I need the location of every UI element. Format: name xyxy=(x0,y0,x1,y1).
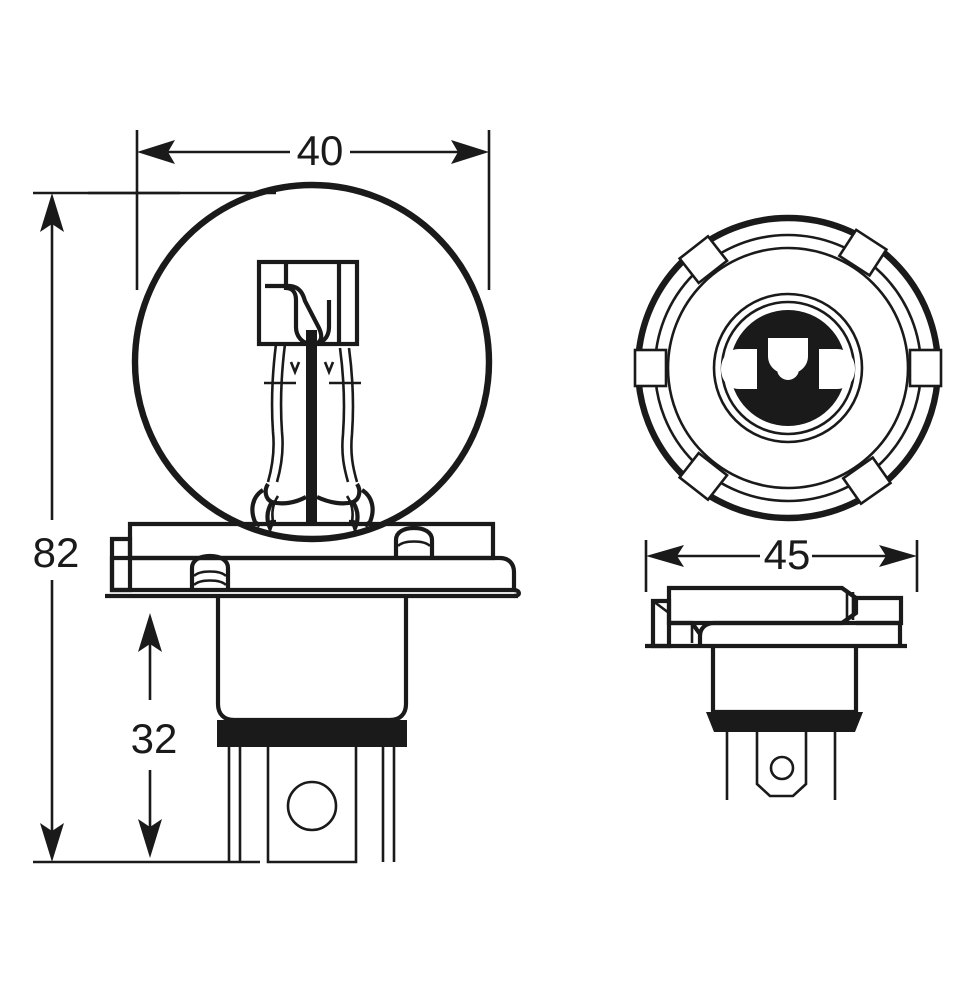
locating-lug-right xyxy=(393,525,435,558)
locating-lug-right-detail xyxy=(397,540,431,548)
pin-right xyxy=(381,747,396,862)
support-arm-left-upper xyxy=(263,482,308,506)
filament-vee-right xyxy=(323,361,335,376)
tab-upper-right-fill xyxy=(839,229,887,276)
support-wire-left-b xyxy=(275,343,287,483)
contact-centre-dot xyxy=(777,358,799,380)
dim40-arrow-right xyxy=(451,140,489,164)
tab-lower-right xyxy=(841,455,893,506)
tab-left-fill xyxy=(635,350,666,386)
dim40-arrow-left xyxy=(137,140,175,164)
outer-leg-left xyxy=(250,488,265,528)
flange-main-plate xyxy=(109,555,517,593)
dim45-arrow-left xyxy=(646,545,684,567)
contact-pad-left xyxy=(721,349,757,389)
side-body-top-edge xyxy=(714,620,903,646)
tab-lower-right-fill xyxy=(843,457,891,504)
dim32-arrow-bottom xyxy=(138,819,162,858)
dim32-label: 32 xyxy=(131,715,178,762)
pin-centre-hole xyxy=(286,780,338,832)
base-locating-tabs xyxy=(633,228,943,506)
dimension-40: 40 xyxy=(135,127,491,290)
tab-right xyxy=(908,348,943,388)
side-flange-upper-profile xyxy=(666,585,859,626)
dim82-arrow-bottom xyxy=(40,823,64,862)
glass-envelope-outline xyxy=(131,181,493,543)
dim40-label: 40 xyxy=(297,127,344,174)
side-base-barrel xyxy=(710,646,859,715)
locating-lug-left xyxy=(189,553,231,590)
side-flange-upper-right-boss xyxy=(856,595,904,626)
side-flange-left-step-chamfer xyxy=(652,599,670,615)
dim45-label: 45 xyxy=(764,531,811,578)
pin-left xyxy=(227,747,242,862)
tab-upper-left-fill xyxy=(679,236,728,283)
support-arm-left-lower xyxy=(265,500,276,534)
side-lug-left xyxy=(669,620,702,636)
filament-assembly xyxy=(250,259,375,534)
pins-front xyxy=(227,747,396,864)
flange-left-step xyxy=(109,536,133,593)
pin-centre-blade xyxy=(266,747,358,864)
support-arm-right-upper xyxy=(316,482,362,506)
dim82-arrow-top xyxy=(40,193,64,232)
base-body-front xyxy=(215,596,409,747)
tab-upper-right xyxy=(837,228,889,278)
tab-upper-left xyxy=(677,234,729,285)
locating-lug-left-detail-a xyxy=(193,570,227,578)
side-body-left-round xyxy=(697,620,715,646)
contact-pad-right xyxy=(819,349,855,389)
dim82-label: 82 xyxy=(33,529,80,576)
outer-leg-right xyxy=(360,488,375,528)
dim45-arrow-right xyxy=(879,545,917,567)
locating-lug-left-detail-b xyxy=(193,579,227,587)
base-contact-collar xyxy=(217,720,407,747)
dimension-45: 45 xyxy=(644,531,919,592)
base-ring-3 xyxy=(666,246,910,490)
tab-lower-left xyxy=(677,451,729,502)
filament-vee-left xyxy=(289,361,301,376)
flange-assembly-front xyxy=(105,521,521,599)
support-arm-right-lower xyxy=(349,500,360,534)
base-plan-view xyxy=(633,214,943,522)
dim32-arrow-top xyxy=(138,613,162,652)
support-wire-right-b xyxy=(347,347,359,483)
dimension-32: 32 xyxy=(131,613,178,858)
support-wire-right-a xyxy=(338,347,350,483)
support-wire-left-a xyxy=(266,343,278,483)
base-side-elevation-view xyxy=(645,585,907,800)
tab-right-fill xyxy=(910,350,941,386)
tab-left xyxy=(633,348,668,388)
base-body-outline xyxy=(215,596,409,723)
side-pin-centre-hole xyxy=(769,755,795,781)
dimension-82: 82 xyxy=(33,191,260,864)
tab-lower-left-fill xyxy=(679,453,728,500)
flange-right-rounding xyxy=(513,587,521,599)
filament-stem-post xyxy=(306,330,317,522)
side-pin-centre-blade xyxy=(755,732,808,798)
side-base-contact-collar xyxy=(706,712,863,732)
base-ring-inner xyxy=(712,292,864,444)
